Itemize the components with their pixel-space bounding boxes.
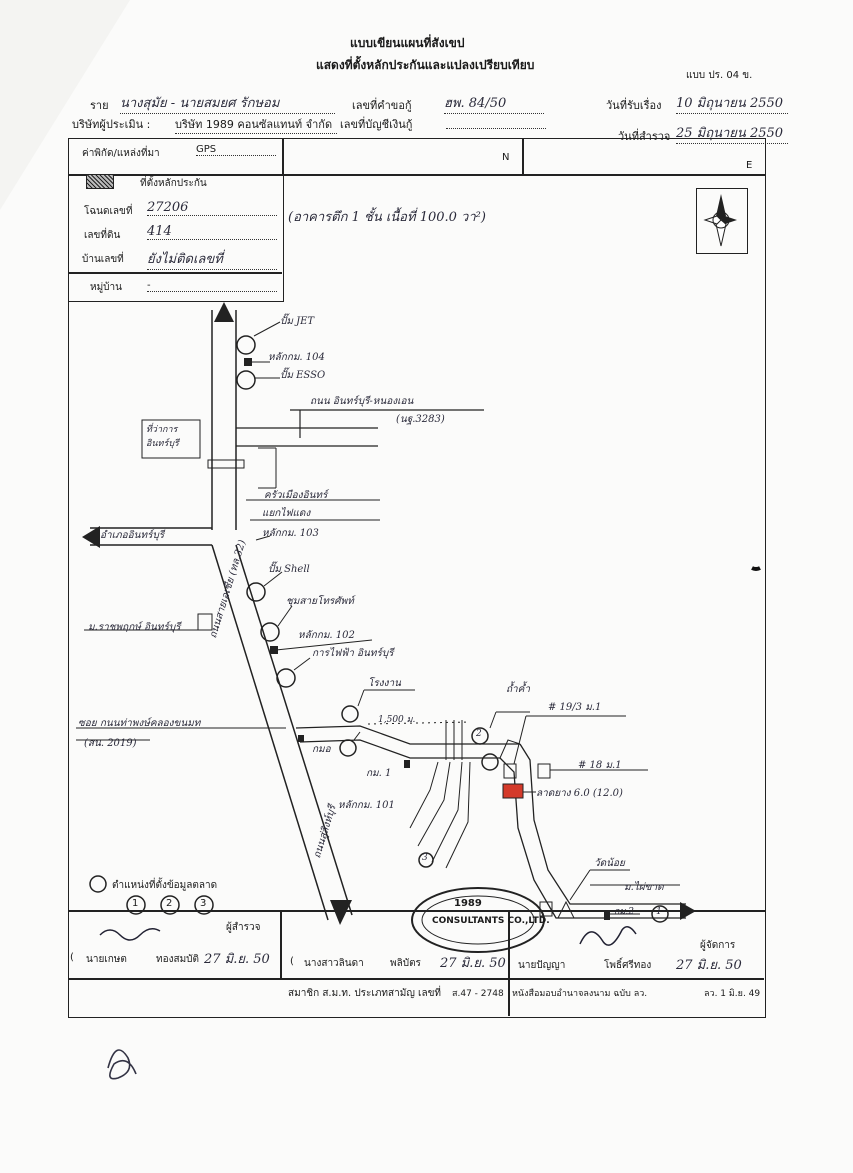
label-road-code: (นฐ.3283) bbox=[396, 414, 445, 425]
manager-date: 27 มิ.ย. 50 bbox=[676, 958, 742, 973]
reviewer-open-paren: ( bbox=[290, 956, 294, 967]
label-factory: โรงงาน bbox=[368, 678, 401, 689]
label-temple-small: วัดน้อย bbox=[594, 858, 625, 869]
coords-source: GPS bbox=[196, 144, 276, 156]
account-value-line bbox=[446, 128, 546, 129]
manager-name: โพธิ์ศรีทอง bbox=[604, 960, 652, 971]
label-km103: หลักกม. 103 bbox=[262, 528, 319, 539]
received-label: วันที่รับเรื่อง bbox=[606, 99, 662, 112]
label-district: อำเภออินทร์บุรี bbox=[100, 530, 165, 541]
surveyor-name: ทองสมบัติ bbox=[156, 954, 200, 965]
market-marker-label: ตำแหน่งที่ตั้งข้อมูลตลาด bbox=[112, 880, 218, 891]
appraiser-label: บริษัทผู้ประเมิน : bbox=[72, 118, 151, 131]
label-road-name: ถนน อินทร์บุรี-หนองเอน bbox=[310, 396, 414, 407]
label-m2: กม.2 bbox=[614, 907, 634, 917]
reviewer-date: 27 มิ.ย. 50 bbox=[440, 956, 506, 971]
stamp-text: CONSULTANTS CO.,LTD. bbox=[432, 916, 550, 926]
label-house2: # 18 ม.1 bbox=[578, 760, 622, 771]
coords-e-label: E bbox=[746, 160, 753, 171]
compass-icon bbox=[703, 194, 737, 247]
label-esso: ปั๊ม ESSO bbox=[280, 370, 326, 381]
label-km104: หลักกม. 104 bbox=[268, 352, 325, 363]
stamp-top: 1989 bbox=[454, 898, 482, 909]
label-m1: กม. 1 bbox=[366, 768, 392, 779]
building-note: (อาคารตึก 1 ชั้น เนื้อที่ 100.0 วา²) bbox=[288, 210, 486, 225]
label-junction: ซอย กนนท่าพงษ์คลองขนมท bbox=[78, 718, 201, 729]
survey-label: วันที่สำรวจ bbox=[618, 130, 671, 143]
reviewer-title: นางสาวลินดา bbox=[304, 958, 364, 969]
label-post: ที่ว่าการ อินทร์บุรี bbox=[146, 425, 179, 449]
member-no: ส.47 - 2748 bbox=[452, 989, 504, 999]
appraiser-value: บริษัท 1989 คอนซัลแทนท์ จำกัด bbox=[175, 115, 337, 134]
market-marker-1: 1 bbox=[132, 898, 139, 909]
label-km102: หลักกม. 102 bbox=[298, 630, 355, 641]
received-value: 10 มิถุนายน 2550 bbox=[676, 92, 788, 114]
reviewer-name: พลิบัตร bbox=[390, 958, 421, 969]
surveyor-role: ผู้สำรวจ bbox=[226, 922, 261, 933]
authority-note: หนังสือมอบอำนาจลงนาม ฉบับ ลว. bbox=[512, 989, 648, 999]
village-value: - bbox=[147, 280, 277, 292]
legend-box bbox=[68, 174, 284, 302]
form-code: แบบ ปร. 04 ข. bbox=[686, 70, 753, 81]
land-no-label: เลขที่ดิน bbox=[84, 230, 121, 241]
account-label: เลขที่บัญชีเงินกู้ bbox=[340, 118, 413, 131]
signature-table bbox=[68, 910, 766, 1018]
market-marker-3: 3 bbox=[200, 898, 207, 909]
label-hospital: ม.ราชพฤกษ์ อินทร์บุรี bbox=[88, 622, 181, 633]
label-jet: ปั๊ม JET bbox=[280, 316, 315, 327]
coords-label: ค่าพิกัด/แหล่งที่มา bbox=[82, 148, 160, 159]
surveyor-title: นายเกษต bbox=[86, 954, 127, 965]
surveyor-date: 27 มิ.ย. 50 bbox=[204, 952, 270, 967]
label-distance: 1,500 ม. bbox=[378, 715, 416, 725]
applicant-no-value: ฮพ. 84/50 bbox=[444, 92, 544, 114]
label-electric: การไฟฟ้า อินทร์บุรี bbox=[312, 648, 394, 659]
label-shell: ปั๊ม Shell bbox=[268, 564, 310, 575]
label-house1: # 19/3 ม.1 bbox=[548, 702, 602, 713]
house-no-value: ยังไม่ติดเลขที่ bbox=[147, 248, 277, 270]
label-tc: กมอ bbox=[312, 744, 331, 755]
land-no-value: 414 bbox=[147, 224, 277, 240]
label-village-moo: ม.ไผ่ขาด bbox=[624, 882, 664, 893]
label-school: ชุมสายโทรศัพท์ bbox=[286, 596, 354, 607]
zone-label: โฉนดเลขที่ bbox=[84, 206, 133, 217]
label-km101: หลักกม. 101 bbox=[338, 800, 395, 811]
coords-row bbox=[68, 138, 766, 176]
survey-value: 25 มิถุนายน 2550 bbox=[676, 122, 788, 144]
manager-role: ผู้จัดการ bbox=[700, 940, 736, 951]
label-junction-code: (สน. 2019) bbox=[84, 738, 137, 749]
zone-value: 27206 bbox=[147, 200, 277, 216]
marker-c1: 1 bbox=[656, 907, 662, 917]
collateral-label: ที่ตั้งหลักประกัน bbox=[140, 178, 207, 189]
title-line2: แสดงที่ตั้งหลักประกันและแปลงเปรียบเทียบ bbox=[316, 58, 535, 72]
applicant-value: นางสุมัย - นายสมยศ รักษอม bbox=[120, 92, 335, 114]
village-label: หมู่บ้าน bbox=[90, 282, 122, 293]
label-traffic-light: แยกไฟแดง bbox=[262, 508, 311, 519]
marker-c3: 3 bbox=[422, 853, 428, 863]
label-temple-north: ถ้ำค้ำ bbox=[506, 684, 530, 695]
house-no-label: บ้านเลขที่ bbox=[82, 254, 124, 265]
marker-c2: 2 bbox=[476, 729, 482, 739]
authority-date: ลว. 1 มิ.ย. 49 bbox=[704, 989, 761, 999]
surveyor-open-paren: ( bbox=[70, 952, 74, 963]
label-rubber-land: ลาดยาง 6.0 (12.0) bbox=[536, 788, 623, 799]
collateral-swatch bbox=[86, 174, 114, 189]
coords-n-label: N bbox=[502, 152, 510, 163]
applicant-prefix: ราย bbox=[90, 99, 109, 112]
member-note: สมาชิก ส.ม.ท. ประเภทสามัญ เลขที่ bbox=[288, 988, 442, 999]
compass-box bbox=[696, 188, 748, 254]
map-frame bbox=[68, 174, 766, 912]
market-marker-2: 2 bbox=[166, 898, 173, 909]
title-line1: แบบเขียนแผนที่สังเขป bbox=[350, 36, 465, 50]
applicant-no-label: เลขที่คำขอกู้ bbox=[352, 99, 412, 112]
label-restaurant: ครัวเมืองอินทร์ bbox=[264, 490, 328, 501]
manager-title: นายปัญญา bbox=[518, 960, 566, 971]
